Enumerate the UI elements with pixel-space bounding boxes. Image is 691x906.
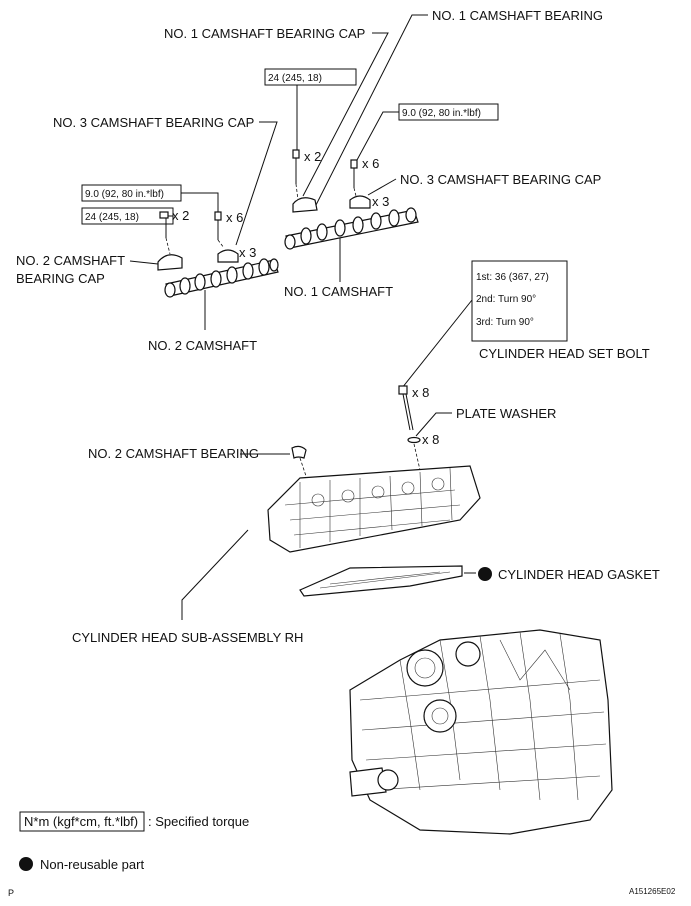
qty-no3-caps-left: x 3 bbox=[239, 245, 256, 260]
legend-nonreusable-desc: Non-reusable part bbox=[40, 857, 144, 872]
torque-set-bolt-step3: 3rd: Turn 90° bbox=[476, 317, 534, 328]
figure-code: A151265E02 bbox=[629, 887, 676, 896]
torque-set-bolt-step2: 2nd: Turn 90° bbox=[476, 294, 536, 305]
legend-torque-unit: N*m (kgf*cm, ft.*lbf) bbox=[24, 814, 138, 829]
torque-set-bolt-step1: 1st: 36 (367, 27) bbox=[476, 272, 549, 283]
non-reusable-marker-gasket bbox=[478, 567, 492, 581]
no3-cap-bolt-right bbox=[350, 159, 358, 201]
bearing-guide bbox=[299, 457, 307, 477]
label-no1-camshaft-bearing-cap: NO. 1 CAMSHAFT BEARING CAP bbox=[164, 26, 365, 41]
leader-no2-bearing-cap bbox=[129, 260, 159, 265]
leader-set-bolt bbox=[401, 299, 473, 389]
cylinder-head-set-bolt-part bbox=[398, 385, 414, 431]
qty-no1-cap-bolts: x 2 bbox=[304, 149, 321, 164]
no3-cap-left-part bbox=[217, 249, 239, 263]
label-no3-camshaft-bearing-cap-right: NO. 3 CAMSHAFT BEARING CAP bbox=[400, 172, 601, 187]
non-reusable-marker-legend bbox=[19, 857, 33, 871]
label-no2-camshaft-bearing: NO. 2 CAMSHAFT BEARING bbox=[88, 446, 259, 461]
label-cylinder-head-sub-assembly: CYLINDER HEAD SUB-ASSEMBLY RH bbox=[72, 630, 303, 645]
label-no2-bearing-cap-line2: BEARING CAP bbox=[16, 271, 105, 286]
no1-cap-part bbox=[292, 197, 318, 213]
label-no2-camshaft: NO. 2 CAMSHAFT bbox=[148, 338, 257, 353]
label-no2-bearing-cap-line1: NO. 2 CAMSHAFT bbox=[16, 253, 125, 268]
torque-box-no1-cap-bolt bbox=[264, 68, 357, 86]
label-no1-camshaft: NO. 1 CAMSHAFT bbox=[284, 284, 393, 299]
washer-guide bbox=[413, 443, 421, 471]
torque-box-set-bolt bbox=[471, 260, 568, 342]
no2-camshaft-bearing-part bbox=[291, 445, 307, 459]
no1-camshaft-part bbox=[284, 207, 419, 250]
leader-plate-washer bbox=[415, 412, 452, 437]
no2-cap-bolt bbox=[159, 211, 171, 255]
torque-no2-cap-bolt: 24 (245, 18) bbox=[85, 212, 139, 223]
no3-cap-bolt-left bbox=[214, 211, 225, 249]
qty-no3-cap-bolts-right: x 6 bbox=[362, 156, 379, 171]
label-plate-washer: PLATE WASHER bbox=[456, 406, 556, 421]
leader-no1-camshaft-bearing-cap bbox=[302, 32, 389, 197]
torque-no1-cap-bolt: 24 (245, 18) bbox=[268, 73, 322, 84]
qty-no3-caps-right: x 3 bbox=[372, 194, 389, 209]
leader-torque-no3-left bbox=[181, 192, 219, 212]
qty-set-bolts: x 8 bbox=[412, 385, 429, 400]
qty-no3-cap-bolts-left: x 6 bbox=[226, 210, 243, 225]
leader-no3-cap-right bbox=[367, 178, 397, 196]
no3-cap-right-part bbox=[349, 195, 371, 209]
plate-washer-part bbox=[407, 436, 421, 444]
cylinder-head-gasket-part bbox=[299, 565, 463, 597]
torque-no3-cap-bolt-right: 9.0 (92, 80 in.*lbf) bbox=[402, 108, 481, 119]
engine-block-illustration bbox=[349, 629, 613, 835]
label-no1-camshaft-bearing: NO. 1 CAMSHAFT BEARING bbox=[432, 8, 603, 23]
footer-left-mark: P bbox=[8, 888, 14, 898]
leader-cylinder-head bbox=[181, 529, 249, 620]
cylinder-head-part bbox=[267, 465, 481, 553]
legend-torque-desc: : Specified torque bbox=[148, 814, 249, 829]
label-cylinder-head-gasket: CYLINDER HEAD GASKET bbox=[498, 567, 660, 582]
torque-no3-cap-bolt-left: 9.0 (92, 80 in.*lbf) bbox=[85, 189, 164, 200]
leader-no1-camshaft-bearing bbox=[315, 14, 428, 206]
no2-cap-part bbox=[157, 254, 183, 271]
leader-torque-no3-right bbox=[356, 111, 399, 161]
qty-plate-washers: x 8 bbox=[422, 432, 439, 447]
label-no3-camshaft-bearing-cap-left: NO. 3 CAMSHAFT BEARING CAP bbox=[53, 115, 254, 130]
legend-torque-box bbox=[19, 811, 145, 832]
qty-no2-cap-bolts: x 2 bbox=[172, 208, 189, 223]
no1-cap-bolt bbox=[292, 149, 300, 201]
label-cylinder-head-set-bolt: CYLINDER HEAD SET BOLT bbox=[479, 346, 650, 361]
leader-no3-cap-left bbox=[235, 121, 278, 246]
no2-camshaft-part bbox=[164, 258, 279, 298]
